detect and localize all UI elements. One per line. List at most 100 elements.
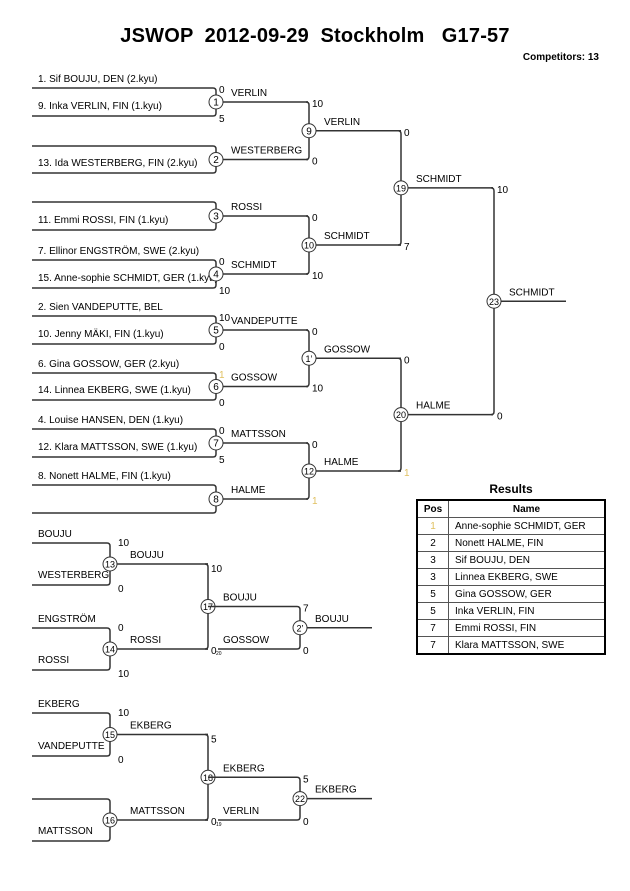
pool-a-match-17-winner-name: BOUJU (223, 593, 257, 604)
match-8-circle (208, 491, 224, 507)
match-19-circle (393, 180, 409, 196)
pool-a-match-21-score-bottom: 0 (303, 646, 309, 657)
match-1-winner-name: VERLIN (231, 88, 267, 99)
competitor-name: 7. Ellinor ENGSTRÖM, SWE (2.kyu) (38, 245, 199, 257)
pool-a-match-21-winner-name: BOUJU (315, 614, 349, 625)
competitor-name: 13. Ida WESTERBERG, FIN (2.kyu) (38, 158, 197, 169)
match-4-score-bottom: 10 (219, 286, 231, 297)
match-10-winner-name: SCHMIDT (324, 231, 370, 242)
pool-b-match-18-score-top: 5 (211, 735, 217, 746)
match-20-number: 20 (396, 410, 406, 420)
match-8-number: 8 (213, 495, 219, 506)
match-1-number: 1 (213, 98, 219, 109)
match-11-winner-name: GOSSOW (324, 344, 371, 355)
pool-a-match-17-score-top: 10 (211, 564, 223, 575)
result-name: Anne-sophie SCHMIDT, GER (448, 517, 606, 535)
pool-b-match-15-circle (102, 727, 118, 742)
match-12-circle (301, 463, 317, 479)
match-6-number: 6 (213, 382, 219, 393)
match-7-number: 7 (213, 439, 219, 450)
competitor-name: 12. Klara MATTSSON, SWE (1.kyu) (38, 442, 197, 453)
match-2-winner-name: WESTERBERG (231, 146, 302, 157)
match-23-number: 23 (489, 297, 499, 307)
pool-a-match-21-number: 2’ (296, 623, 303, 633)
pool-b-match-22-number: 22 (295, 794, 305, 804)
result-pos: 2 (416, 534, 449, 552)
result-name: Inka VERLIN, FIN (448, 602, 606, 620)
match-12-winner-name: HALME (324, 457, 359, 468)
match-11-score-bottom: 10 (312, 384, 324, 395)
match-1-circle (208, 94, 224, 110)
pool-b-match-15-score-bottom: 0 (118, 755, 124, 766)
pool-a-entrant-name: BOUJU (38, 529, 72, 540)
match-6-score-bottom: 0 (219, 398, 225, 409)
match-8-connector (32, 484, 217, 514)
pool-a-match-21-score-top: 7 (303, 604, 309, 615)
competitor-name: 15. Anne-sophie SCHMIDT, GER (1.kyu) (38, 273, 218, 284)
pool-a-match-14-score-bottom: 10 (118, 669, 130, 680)
competitor-name: 4. Louise HANSEN, DEN (1.kyu) (38, 415, 183, 426)
result-name: Linnea EKBERG, SWE (448, 568, 606, 586)
match-3-number: 3 (213, 212, 219, 223)
match-19-winner-name: SCHMIDT (416, 174, 462, 185)
pool-a-match-14-score-top: 0 (118, 623, 124, 634)
match-12-score-top: 0 (312, 440, 318, 451)
match-23-score-bottom: 0 (497, 412, 503, 423)
pool-a-entrant-name: ENGSTRÖM (38, 613, 96, 625)
champion-name: SCHMIDT (509, 287, 555, 298)
pool-a-match-13-winner-name: BOUJU (130, 550, 164, 561)
match-3-circle (208, 208, 224, 224)
pool-b-match-22-incoming-name: VERLIN (223, 806, 259, 817)
pool-a-entrant-name: WESTERBERG (38, 570, 109, 581)
pool-b-match-15-winner-name: EKBERG (130, 721, 172, 732)
competitor-name: 1. Sif BOUJU, DEN (2.kyu) (38, 74, 157, 85)
result-name: Sif BOUJU, DEN (448, 551, 606, 569)
match-19-score-top: 0 (404, 128, 410, 139)
match-1-score-bottom: 5 (219, 114, 225, 125)
pool-b-match-16-winner-name: MATTSSON (130, 806, 185, 817)
match-11-score-top: 0 (312, 327, 318, 338)
match-4-winner-name: SCHMIDT (231, 260, 277, 271)
competitor-name: 6. Gina GOSSOW, GER (2.kyu) (38, 359, 179, 370)
result-name: Nonett HALME, FIN (448, 534, 606, 552)
pool-b-match-16-circle (102, 812, 118, 828)
pool-b-match-15-number: 15 (105, 730, 115, 740)
match-20-winner-name: HALME (416, 401, 451, 412)
match-2-number: 2 (213, 155, 219, 166)
pool-a-match-13-score-bottom: 0 (118, 584, 124, 595)
match-7-score-bottom: 5 (219, 455, 225, 466)
match-9-winner-name: VERLIN (324, 117, 360, 128)
page-title: JSWOP 2012-09-29 Stockholm G17-57 (120, 25, 510, 47)
match-6-score-top: 1 (219, 370, 225, 381)
result-pos: 3 (416, 568, 449, 586)
match-5-number: 5 (213, 326, 219, 337)
match-12-score-bottom: 1 (312, 496, 318, 507)
pool-b-entrant-name: EKBERG (38, 699, 80, 710)
match-4-number: 4 (213, 270, 219, 281)
match-23-circle (486, 293, 502, 309)
competitor-name: 9. Inka VERLIN, FIN (1.kyu) (38, 101, 162, 112)
pool-a-match-21-circle (292, 620, 308, 636)
pool-b-match-22-score-bottom: 0 (303, 817, 309, 828)
match-23-score-top: 10 (497, 185, 509, 196)
match-11-circle (301, 350, 317, 366)
pool-a-match-14-number: 14 (105, 645, 115, 655)
result-pos: 7 (416, 619, 449, 637)
match-4-score-top: 0 (219, 257, 225, 268)
results-header-name: Name (448, 499, 606, 518)
match-2-circle (208, 152, 224, 167)
pool-a-match-17-note: 20 (216, 651, 222, 657)
pool-a-match-14-circle (102, 641, 118, 657)
match-19-number: 19 (396, 183, 406, 193)
match-5-winner-name: VANDEPUTTE (231, 316, 298, 327)
result-pos: 5 (416, 602, 449, 620)
match-10-number: 10 (304, 241, 314, 251)
match-20-circle (393, 407, 409, 423)
results-title: Results (489, 482, 533, 496)
match-1-score-top: 0 (219, 85, 225, 96)
